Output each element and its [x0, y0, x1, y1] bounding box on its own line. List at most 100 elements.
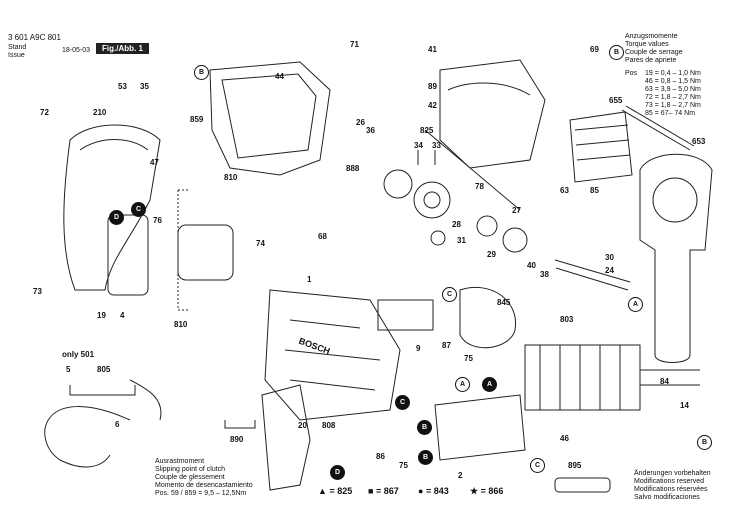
clutch-line: Couple de glessement	[155, 474, 225, 481]
part-label: 74	[256, 239, 265, 248]
issue-date: 18-05-03	[62, 47, 91, 54]
part-label: 86	[376, 452, 385, 461]
part-label: 47	[150, 158, 159, 167]
clutch-line: Pos. 59 / 859 = 9,5 – 12,5Nm	[155, 490, 247, 497]
part-label: 210	[93, 108, 107, 117]
torque-title-en: Torque values	[625, 41, 669, 48]
part-label: 33	[432, 141, 441, 150]
ref-circle-a: A	[628, 297, 643, 312]
part-label: 5	[66, 365, 71, 374]
part-label: 825	[420, 126, 434, 135]
changes-line: Modifications réservées	[634, 486, 708, 493]
torque-value: = 1,8 – 2,7 Nm	[654, 102, 701, 109]
dot-icon: ●	[418, 486, 424, 496]
part-label: 41	[428, 45, 437, 54]
part-label: 890	[230, 435, 244, 444]
part-label: 810	[174, 320, 188, 329]
cable-shape	[44, 406, 131, 468]
part-label: 655	[609, 96, 623, 105]
part-label: 69	[590, 45, 599, 54]
clutch-line: Momento de desencastamiento	[155, 482, 253, 489]
figure-badge: Fig./Abb. 1	[96, 43, 149, 54]
part-label: 76	[153, 216, 162, 225]
ref-circle-c: C	[530, 458, 545, 473]
label-plate-shape	[377, 299, 434, 331]
part-label: 24	[605, 266, 614, 275]
issue-label: Issue	[8, 52, 25, 59]
part-label: 888	[346, 164, 360, 173]
torque-title-fr: Couple de serrage	[625, 49, 683, 56]
ref-circle-b: B	[609, 45, 624, 60]
part-label: 75	[464, 354, 473, 363]
part-number: 3 601 A9C 801	[8, 33, 61, 42]
front-housing-shape	[439, 59, 546, 169]
part-label: 4	[120, 311, 125, 320]
clutch-line: Slipping point of clutch	[155, 466, 226, 473]
part-label: 73	[33, 287, 42, 296]
part-label: 75	[399, 461, 408, 470]
part-label: 2	[458, 471, 463, 480]
torque-value: = 1,8 – 2,7 Nm	[654, 94, 701, 101]
torque-value: = 3,9 – 5,0 Nm	[654, 86, 701, 93]
torque-value: = 67– 74 Nm	[654, 110, 696, 117]
part-label: 859	[190, 115, 204, 124]
ref-circle-b: B	[417, 420, 432, 435]
motor-housing-shape	[264, 289, 401, 421]
gear-housing-shape	[209, 61, 331, 176]
part-label: 6	[115, 420, 120, 429]
ref-circle-b: B	[418, 450, 433, 465]
legend-value: = 866	[480, 486, 504, 496]
brush-holder-shape	[177, 224, 234, 281]
part-label: 28	[452, 220, 461, 229]
star-icon: ★	[470, 486, 479, 496]
changes-line: Salvo modificaciones	[634, 494, 700, 501]
part-label: 20	[298, 421, 307, 430]
part-label: 653	[692, 137, 706, 146]
legend-item: ★ = 866	[470, 486, 503, 497]
part-label: 38	[540, 270, 549, 279]
stand-label: Stand	[8, 44, 27, 51]
ref-circle-a: A	[455, 377, 470, 392]
part-label: 68	[318, 232, 327, 241]
part-label: 34	[414, 141, 423, 150]
switch-shape	[107, 214, 149, 296]
clutch-note: Ausrastmoment Slipping point of clutch C…	[155, 458, 253, 498]
torque-pos: 46	[645, 78, 653, 85]
part-label: 36	[366, 126, 375, 135]
part-label: 29	[487, 250, 496, 259]
torque-pos: 73	[645, 102, 653, 109]
aux-handle-shape	[639, 153, 713, 363]
ref-circle-d: D	[330, 465, 345, 480]
torque-pos-label: Pos	[625, 70, 638, 77]
part-label: 19	[97, 311, 106, 320]
torque-pos: 63	[645, 86, 653, 93]
torque-value: = 0,4 – 1,0 Nm	[654, 70, 701, 77]
legend-item: ▲ = 825	[318, 486, 352, 496]
legend-item: ■ = 867	[368, 486, 399, 496]
torque-title-de: Anzugsmomente	[625, 33, 678, 40]
legend-value: = 867	[375, 486, 399, 496]
part-label: 9	[416, 344, 421, 353]
part-label: 14	[680, 401, 689, 410]
ref-circle-c: C	[442, 287, 457, 302]
ref-circle-c: C	[395, 395, 410, 410]
torque-value: = 0,8 – 1,5 Nm	[654, 78, 701, 85]
grease-tube-shape	[554, 477, 611, 493]
clutch-line: Ausrastmoment	[155, 458, 205, 465]
torque-title-es: Pares de apriete	[625, 57, 677, 64]
part-label: 26	[356, 118, 365, 127]
torque-pos: 72	[645, 94, 653, 101]
ref-circle-b: B	[697, 435, 712, 450]
part-label: 805	[97, 365, 111, 374]
gear-shape	[383, 169, 413, 199]
part-label: 85	[590, 186, 599, 195]
torque-pos: 19	[645, 70, 653, 77]
armature-shape	[524, 344, 641, 411]
square-icon: ■	[368, 486, 374, 496]
part-label: 44	[275, 72, 284, 81]
part-label: 35	[140, 82, 149, 91]
part-label: 63	[560, 186, 569, 195]
part-label: 845	[497, 298, 511, 307]
part-label: 87	[442, 341, 451, 350]
